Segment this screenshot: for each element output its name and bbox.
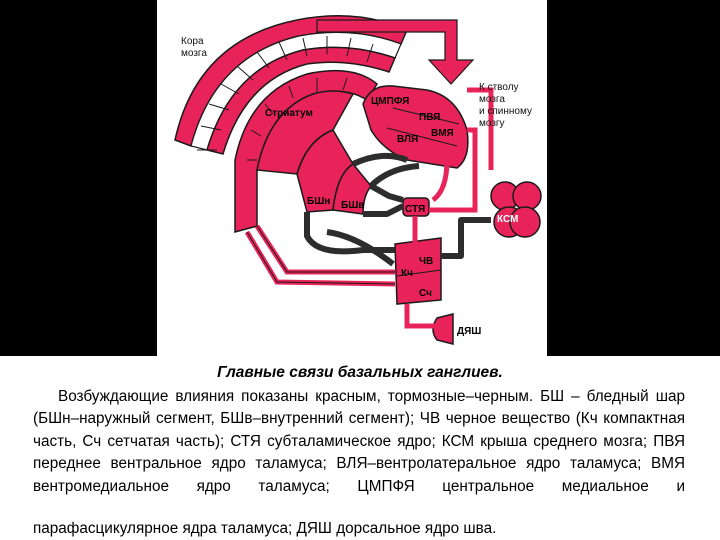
dyash-shape xyxy=(432,313,454,345)
pvya-label: ПВЯ xyxy=(419,112,440,123)
dyash-label: ДЯШ xyxy=(457,326,481,337)
cmpfya-label: ЦМПФЯ xyxy=(371,96,409,107)
bshv-label: БШв xyxy=(341,200,364,211)
chv-shape xyxy=(394,237,442,305)
caption-body: Возбуждающие влияния показаны красным, т… xyxy=(33,386,685,498)
caption: Главные связи базальных ганглиев. Возбуж… xyxy=(0,356,720,540)
cortex-label-line1: Кора xyxy=(181,36,204,47)
caption-title: Главные связи базальных ганглиев. xyxy=(217,364,503,381)
cortex-to-brainstem-arrow xyxy=(316,19,475,85)
striatum-label: Стриатум xyxy=(265,108,313,119)
inhibitory-pathways xyxy=(304,152,491,267)
basal-ganglia-diagram: Кора мозга К стволу мозга и спинному моз… xyxy=(157,0,547,356)
vmya-label: ВМЯ xyxy=(431,128,454,139)
ksm-shape xyxy=(490,181,542,238)
cortex-band xyxy=(174,15,408,155)
ksm-label: КСМ xyxy=(497,214,518,225)
kch-label: Кч xyxy=(401,268,413,279)
brainstem-label-line4: мозгу xyxy=(479,118,505,129)
sch-label: Сч xyxy=(419,288,432,299)
brainstem-label-line2: мозга xyxy=(479,94,505,105)
caption-last-line: парафасцикулярное ядра таламуса; ДЯШ дор… xyxy=(33,520,497,537)
vlya-label: ВЛЯ xyxy=(397,134,418,145)
stya-label: СТЯ xyxy=(405,204,425,215)
chv-label: ЧВ xyxy=(419,256,433,267)
brainstem-label-line3: и спинному xyxy=(479,106,532,117)
cortex-label-line2: мозга xyxy=(181,48,207,59)
caption-body-text: Возбуждающие влияния показаны красным, т… xyxy=(33,388,685,495)
brainstem-label-line1: К стволу xyxy=(479,82,519,93)
bshn-label: БШн xyxy=(307,196,330,207)
